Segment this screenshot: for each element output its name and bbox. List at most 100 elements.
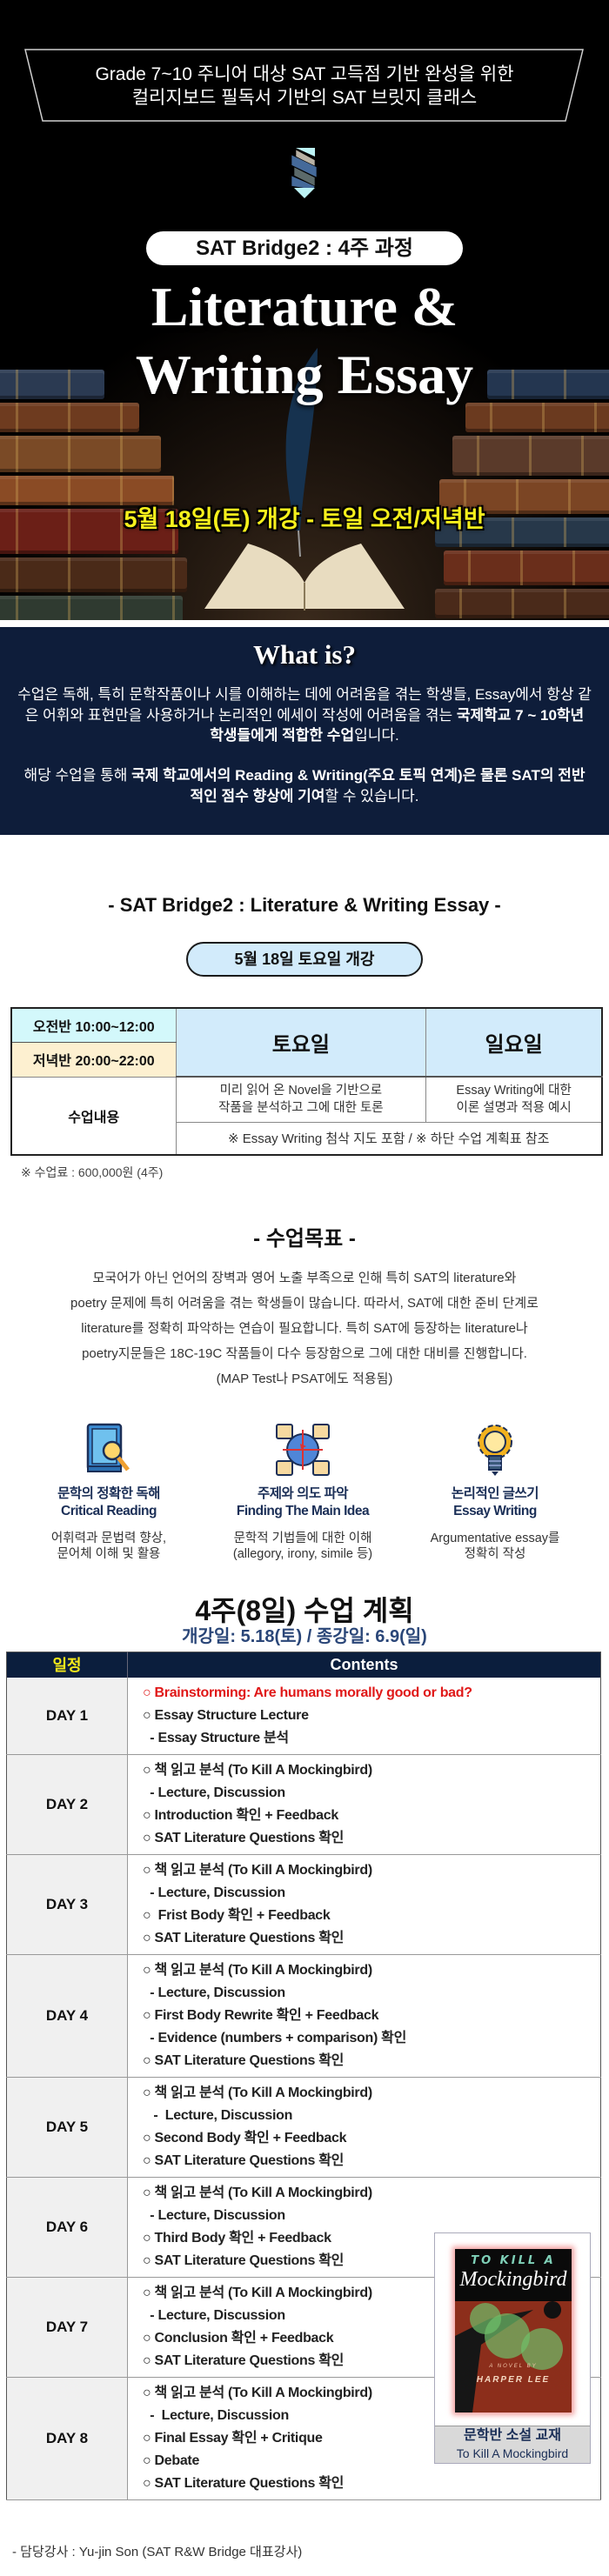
goals-line: literature를 정확히 파악하는 연습이 필요합니다. 특히 SAT에 … (81, 1321, 528, 1336)
textbook-caption: 문학반 소설 교재 To Kill A Mockingbird (435, 2426, 590, 2463)
content-line: ○ Frist Body 확인 + Feedback (143, 1907, 331, 1923)
quill-and-open-book-icon (204, 348, 405, 611)
about-text: 할 수 있습니다. (325, 787, 419, 804)
goal-critical-reading: 문학의 정확한 독해 Critical Reading 어휘력과 문법력 향상,… (22, 1423, 196, 1562)
tagline-box: Grade 7~10 주니어 대상 SAT 고득점 기반 완성을 위한 컬리지보… (0, 49, 609, 122)
hero-banner: Grade 7~10 주니어 대상 SAT 고득점 기반 완성을 위한 컬리지보… (0, 0, 609, 620)
goal-desc-line: 문학적 기법들에 대한 이해 (233, 1532, 372, 1545)
goal-desc-line: 문어체 이해 및 활용 (57, 1547, 161, 1561)
goals-line: 모국어가 아닌 언어의 장벽과 영어 노출 부족으로 인해 특히 SAT의 li… (92, 1271, 517, 1285)
day-label: DAY 5 (6, 2077, 128, 2178)
goal-desc-line: 정확히 작성 (464, 1547, 526, 1561)
hero-title-line-2: Writing Essay (135, 344, 474, 405)
goal-title-ko: 문학의 정확한 독해 (57, 1486, 160, 1501)
content-line: - Evidence (numbers + comparison) 확인 (143, 2030, 407, 2045)
goal-desc-line: 어휘력과 문법력 향상, (50, 1532, 167, 1545)
content-line: ○ SAT Literature Questions 확인 (143, 2352, 345, 2368)
day-label: DAY 2 (6, 1754, 128, 1855)
about-highlight-text: 국제 학교에서의 Reading & Writing(주요 토픽 연계)은 물론… (131, 767, 586, 804)
content-line: ○ First Body Rewrite 확인 + Feedback (143, 2007, 379, 2023)
lesson-plan-table: 일정 Contents DAY 1○ Brainstorming: Are hu… (6, 1652, 601, 2500)
content-line: ○ Final Essay 확인 + Critique (143, 2430, 323, 2446)
about-highlight-text: 국제학교 7 ~ 10학년 학생들에게 적합한 수업 (210, 706, 585, 744)
goal-desc-line: (allegory, irony, simile 등) (232, 1547, 373, 1561)
goals-title: - 수업목표 - (253, 1227, 356, 1251)
content-line: ○ Second Body 확인 + Feedback (143, 2130, 347, 2146)
content-line: ○ Essay Structure Lecture (143, 1707, 309, 1723)
tagline-line-1: Grade 7~10 주니어 대상 SAT 고득점 기반 완성을 위한 (95, 64, 514, 84)
goal-essay-writing: 논리적인 글쓰기 Essay Writing Argumentative ess… (408, 1423, 582, 1562)
cover-title: Mockingbird (459, 2268, 567, 2291)
content-line: ○ 책 읽고 분석 (To Kill A Mockingbird) (143, 2385, 372, 2400)
day-contents: ○ 책 읽고 분석 (To Kill A Mockingbird) - Lect… (127, 1754, 601, 1855)
content-line: - Lecture, Discussion (143, 1985, 285, 2000)
tree-illustration (455, 2301, 563, 2412)
about-text: Essay에서 항상 같은 어휘와 표현만을 사용하거나 논리적인 에세이 작성… (24, 686, 592, 724)
plan-row: DAY 1 ○ Brainstorming: Are humans morally… (6, 1677, 601, 1755)
content-line: ○ 책 읽고 분석 (To Kill A Mockingbird) (143, 2185, 372, 2200)
content-line: - Lecture, Discussion (143, 2107, 293, 2123)
content-line: ○ Brainstorming: Are humans morally good… (143, 1685, 472, 1700)
about-paragraph-1: 수업은 독해, 특히 문학작품이나 시를 이해하는 데에 어려움을 겪는 학생들… (17, 684, 592, 746)
goal-main-idea: 주제와 의도 파악 Finding The Main Idea 문학적 기법들에… (216, 1423, 390, 1562)
goal-title-en: Essay Writing (453, 1504, 537, 1518)
content-line: - Lecture, Discussion (143, 2307, 285, 2323)
content-line: ○ 책 읽고 분석 (To Kill A Mockingbird) (143, 2285, 372, 2300)
book-magnifier-icon (86, 1423, 130, 1472)
content-line: - Lecture, Discussion (143, 1885, 285, 1900)
tuition-fee: ※ 수업료 : 600,000원 (4주) (21, 1165, 164, 1179)
opening-date-banner: 5월 18일(토) 개강 - 토일 오전/저녁반 (124, 506, 485, 532)
content-line: ○ SAT Literature Questions 확인 (143, 2475, 345, 2491)
tagline-frame (24, 49, 584, 122)
sunday-content: Essay Writing에 대한 이론 설명과 적용 예시 (425, 1076, 603, 1123)
goal-desc-line: Argumentative essay를 (430, 1532, 560, 1545)
day-contents: ○ 책 읽고 분석 (To Kill A Mockingbird) - Lect… (127, 1854, 601, 1955)
goals-line: poetry지문들은 18C-19C 작품들이 다수 등장함으로 그에 대한 대… (82, 1346, 527, 1361)
about-text: 입니다. (354, 727, 399, 744)
morning-class-time: 오전반 10:00~12:00 (10, 1007, 177, 1043)
schedule-column-header: 일정 (6, 1652, 128, 1678)
about-title: What is? (253, 639, 356, 670)
cover-title-top: TO KILL A (471, 2254, 556, 2267)
about-paragraph-2: 해당 수업을 통해 국제 학교에서의 Reading & Writing(주요 … (17, 765, 592, 806)
content-line: ○ Conclusion 확인 + Feedback (143, 2330, 334, 2346)
book-cover-image: TO KILL A Mockingbird A NOVEL BY HARPER … (455, 2249, 572, 2412)
content-line: ○ SAT Literature Questions 확인 (143, 2052, 345, 2068)
content-line: ○ 책 읽고 분석 (To Kill A Mockingbird) (143, 1762, 372, 1778)
content-line: ○ 책 읽고 분석 (To Kill A Mockingbird) (143, 1862, 372, 1878)
class-schedule-table: 오전반 10:00~12:00 토요일 일요일 저녁반 20:00~22:00 … (10, 1007, 603, 1156)
content-line: ○ Introduction 확인 + Feedback (143, 1807, 338, 1823)
day-label: DAY 1 (6, 1677, 128, 1755)
content-line: ○ 책 읽고 분석 (To Kill A Mockingbird) (143, 1962, 372, 1978)
goal-title-en: Finding The Main Idea (236, 1504, 370, 1518)
plan-row: DAY 5○ 책 읽고 분석 (To Kill A Mockingbird) -… (6, 2077, 601, 2178)
course-pill: SAT Bridge2 : 4주 과정 (146, 231, 463, 265)
content-line: ○ Third Body 확인 + Feedback (143, 2230, 331, 2246)
content-line: - Essay Structure 분석 (143, 1730, 289, 1745)
goal-title-en: Critical Reading (61, 1504, 157, 1518)
day-label: DAY 4 (6, 1954, 128, 2078)
class-content-label: 수업내용 (10, 1076, 177, 1156)
plan-row: DAY 6○ 책 읽고 분석 (To Kill A Mockingbird) -… (6, 2177, 601, 2278)
plan-row: DAY 2○ 책 읽고 분석 (To Kill A Mockingbird) -… (6, 1754, 601, 1855)
lightbulb-gear-icon (478, 1425, 512, 1476)
book-stack-left (0, 370, 191, 620)
goal-desc: 문학적 기법들에 대한 이해 (allegory, irony, simile 등… (216, 1531, 390, 1562)
plan-row: DAY 4 ○ 책 읽고 분석 (To Kill A Mockingbird) -… (6, 1954, 601, 2078)
goals-line: (MAP Test나 PSAT에도 적용됨) (216, 1371, 393, 1386)
content-line: - Lecture, Discussion (143, 2207, 285, 2223)
content-line: ○ 책 읽고 분석 (To Kill A Mockingbird) (143, 2085, 372, 2100)
opening-date-pill: 5월 18일 토요일 개강 (186, 942, 423, 977)
tagline-line-2: 컬리지보드 필독서 기반의 SAT 브릿지 클래스 (131, 88, 478, 108)
textbook-card: TO KILL A Mockingbird A NOVEL BY HARPER … (434, 2232, 591, 2464)
content-line: ○ SAT Literature Questions 확인 (143, 2152, 345, 2168)
schedule-title: - SAT Bridge2 : Literature & Writing Ess… (108, 894, 501, 916)
day-label: DAY 3 (6, 1854, 128, 1955)
cover-byline: A NOVEL BY (489, 2364, 538, 2369)
content-line: ○ SAT Literature Questions 확인 (143, 1930, 345, 1945)
goal-title-ko: 논리적인 글쓰기 (451, 1486, 539, 1501)
content-line: - Lecture, Discussion (143, 2407, 289, 2423)
book-stack-right (435, 370, 609, 620)
day-contents: ○ 책 읽고 분석 (To Kill A Mockingbird) - Lect… (127, 2077, 601, 2178)
